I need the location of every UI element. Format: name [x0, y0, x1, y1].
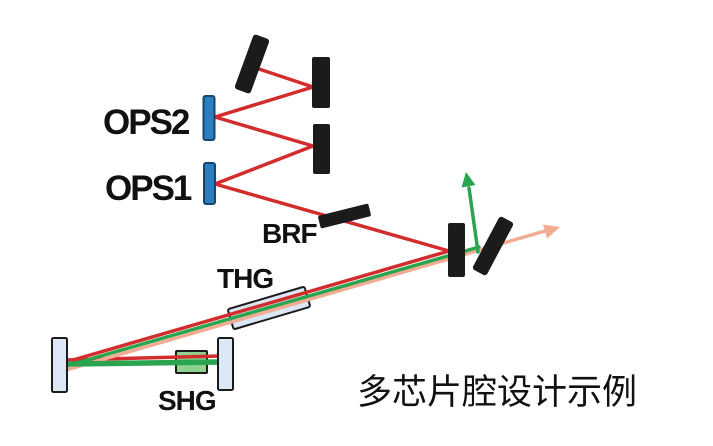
fold-mirror-1 — [312, 57, 330, 108]
green-diagonal-beam — [64, 245, 481, 368]
output-steering-mirror — [472, 216, 514, 276]
shg-arm-end-mirror — [217, 337, 234, 391]
label-ops1: OPS1 — [105, 169, 192, 208]
uv-output-arrowhead-icon — [543, 224, 560, 239]
ops1-chip — [203, 162, 216, 205]
label-ops2: OPS2 — [103, 103, 190, 142]
caption-text: 多芯片腔设计示例 — [357, 373, 637, 412]
label-thg: THG — [217, 263, 273, 294]
left-end-mirror — [51, 337, 68, 393]
tilted-end-mirror — [234, 34, 270, 94]
uv-output-beam — [64, 229, 547, 372]
label-shg: SHG — [158, 385, 216, 416]
brf-plate — [318, 203, 371, 229]
fold-mirror-2 — [313, 124, 330, 174]
cavity-fold-mirror — [448, 223, 465, 277]
shg-arm-green-beam — [63, 359, 222, 367]
ops2-chip — [202, 95, 216, 141]
green-output-arrowhead-icon — [461, 172, 476, 188]
green-output-beam — [467, 186, 480, 254]
label-brf: BRF — [262, 218, 317, 249]
